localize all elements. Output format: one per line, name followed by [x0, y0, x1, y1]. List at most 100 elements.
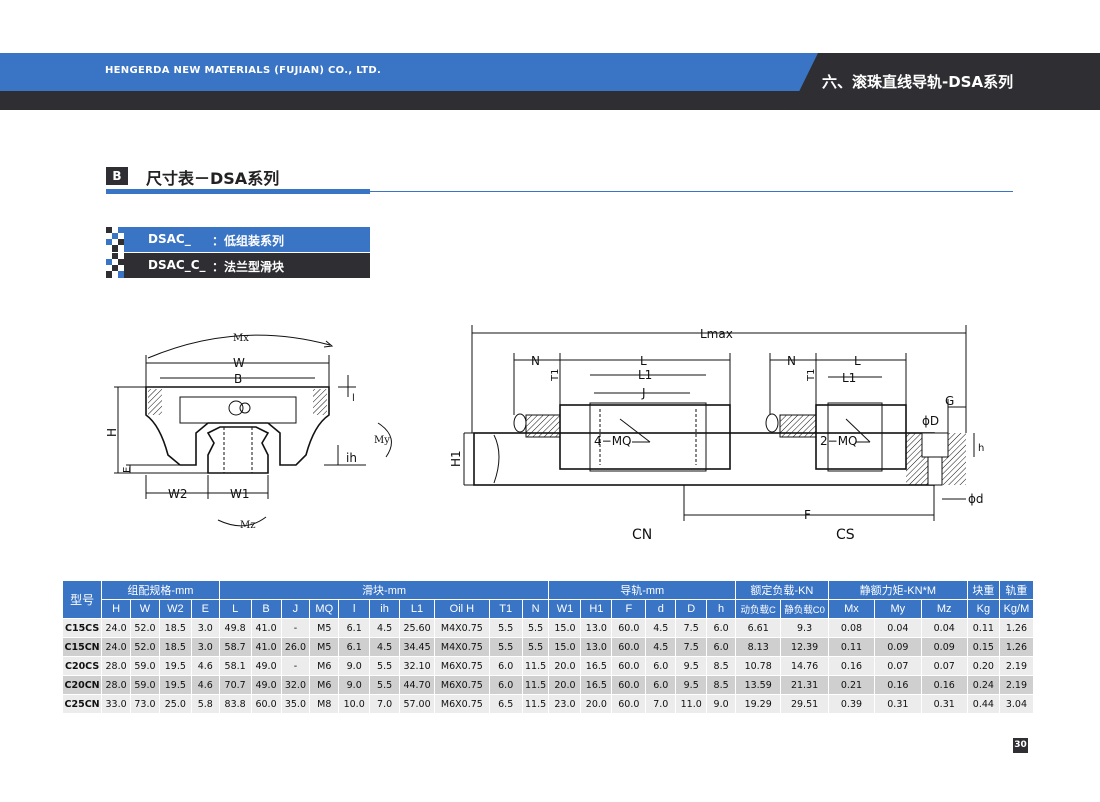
label-4-mq: 4−MQ: [594, 434, 632, 448]
sub-header-cell: T1: [488, 599, 523, 619]
group-header-block-weight: 块重: [966, 580, 1000, 600]
table-cell: 9.5: [675, 656, 708, 676]
table-cell: 6.0: [488, 656, 523, 676]
table-cell: 3.0: [190, 618, 220, 638]
table-cell: 6.0: [706, 637, 737, 657]
table-cell: 7.5: [675, 637, 708, 657]
section-badge: B: [106, 167, 128, 185]
series-code: DSAC_C_: [148, 258, 206, 272]
table-cell: M6X0.75: [434, 694, 490, 714]
table-cell: 25.60: [399, 618, 436, 638]
group-header-rail: 导轨-mm: [548, 580, 737, 600]
side-view: Lmax N L L1 J T1 H1 4−MQ N L L1 T1: [449, 325, 984, 543]
label-n: N: [787, 354, 796, 368]
table-cell: 58.7: [218, 637, 252, 657]
label-w2: W2: [168, 487, 188, 501]
table-cell: 8.5: [706, 675, 737, 695]
sub-header-cell: L1: [399, 599, 436, 619]
table-cell: 0.09: [874, 637, 922, 657]
technical-drawings: Mx W B H E W2 W1 ih: [105, 325, 984, 543]
label-h1: H1: [449, 450, 463, 467]
table-cell: 0.04: [920, 618, 968, 638]
sub-header-cell: Kg: [966, 599, 1000, 619]
table-cell: 0.39: [827, 694, 876, 714]
table-cell: 7.0: [369, 694, 401, 714]
table-cell: 3.04: [998, 694, 1035, 714]
table-cell: 24.0: [101, 637, 132, 657]
table-cell: 60.0: [611, 656, 647, 676]
table-cell: 33.0: [101, 694, 132, 714]
table-cell: 5.5: [369, 675, 401, 695]
label-b: B: [234, 372, 242, 386]
table-cell: 0.08: [827, 618, 876, 638]
table-cell: 41.0: [250, 637, 282, 657]
label-w1: W1: [230, 487, 250, 501]
table-cell: 0.16: [874, 675, 922, 695]
sub-header-cell: H1: [580, 599, 613, 619]
group-header-moment: 静额力矩-KN*M: [827, 580, 968, 600]
sub-header-cell: l: [338, 599, 371, 619]
table-cell: -: [280, 618, 311, 638]
table-cell: 23.0: [548, 694, 582, 714]
table-cell: 0.16: [920, 675, 968, 695]
table-cell: 59.0: [130, 675, 160, 695]
table-cell: 41.0: [250, 618, 282, 638]
series-box-flange: DSAC_C_ ：法兰型滑块: [106, 253, 370, 278]
series-box-low-assembly: DSAC_ ：低组装系列: [106, 227, 370, 252]
label-h-small: h: [978, 443, 984, 454]
table-cell: 4.5: [369, 618, 401, 638]
table-cell: 18.5: [158, 618, 192, 638]
table-cell: 1.26: [998, 618, 1035, 638]
group-header-block: 滑块-mm: [218, 580, 550, 600]
heading-underline: [106, 189, 370, 194]
table-cell: 4.6: [190, 675, 220, 695]
table-cell: 12.39: [780, 637, 829, 657]
table-cell: 20.0: [548, 675, 582, 695]
page-number: 30: [1013, 738, 1028, 753]
label-mx: Mx: [233, 333, 249, 344]
table-cell: 3.0: [190, 637, 220, 657]
table-cell: 15.0: [548, 618, 582, 638]
sub-header-cell: h: [706, 599, 737, 619]
table-cell: 58.1: [218, 656, 252, 676]
table-cell: 10.78: [735, 656, 782, 676]
table-cell: 19.5: [158, 656, 192, 676]
label-t1: T1: [550, 369, 561, 382]
table-cell: 9.5: [675, 675, 708, 695]
table-cell: 15.0: [548, 637, 582, 657]
label-2-mq: 2−MQ: [820, 434, 858, 448]
label-mz: Mz: [240, 520, 256, 531]
table-cell: 16.5: [580, 656, 613, 676]
page-header: HENGERDA NEW MATERIALS (FUJIAN) CO., LTD…: [0, 53, 1100, 110]
table-cell: 5.5: [488, 618, 523, 638]
label-lmax: Lmax: [700, 327, 733, 341]
model-cell: C15CS: [61, 618, 103, 638]
table-cell: 0.15: [966, 637, 1000, 657]
sub-header-cell: W: [130, 599, 160, 619]
table-cell: 60.0: [250, 694, 282, 714]
table-cell: 49.0: [250, 675, 282, 695]
sub-header-cell: L: [218, 599, 252, 619]
table-cell: 10.0: [338, 694, 371, 714]
label-l: L: [854, 354, 861, 368]
table-cell: 0.31: [920, 694, 968, 714]
table-cell: 19.5: [158, 675, 192, 695]
table-cell: 5.5: [521, 637, 550, 657]
table-cell: 60.0: [611, 675, 647, 695]
table-cell: 5.5: [488, 637, 523, 657]
sub-header-cell: B: [250, 599, 282, 619]
sub-header-cell: D: [675, 599, 708, 619]
table-cell: 5.5: [521, 618, 550, 638]
table-cell: 2.19: [998, 675, 1035, 695]
sub-header-cell: Kg/M: [998, 599, 1035, 619]
table-cell: 0.44: [966, 694, 1000, 714]
label-h: H: [105, 428, 119, 437]
table-cell: 0.31: [874, 694, 922, 714]
table-cell: 14.76: [780, 656, 829, 676]
table-cell: 5.8: [190, 694, 220, 714]
label-cs: CS: [836, 527, 855, 543]
model-cell: C15CN: [61, 637, 103, 657]
group-header-load: 额定负载-KN: [735, 580, 829, 600]
